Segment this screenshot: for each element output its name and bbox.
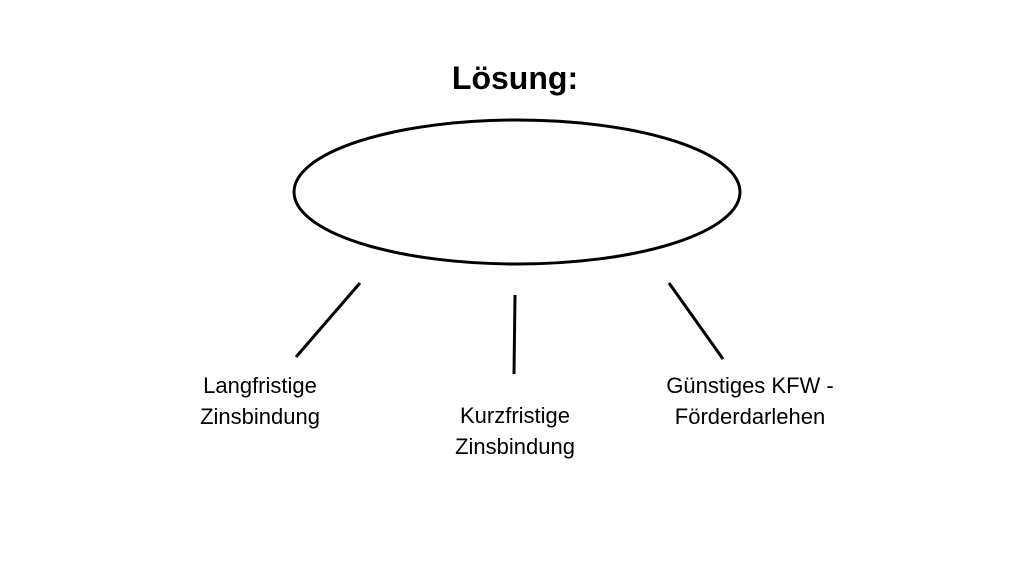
option-label-line: Günstiges KFW - [666, 373, 834, 398]
central-ellipse [292, 118, 742, 266]
option-label-kfw-loan: Günstiges KFW - Förderdarlehen [630, 370, 870, 432]
option-label-line: Zinsbindung [455, 434, 575, 459]
option-label-line: Förderdarlehen [674, 404, 826, 429]
option-label-line: Zinsbindung [200, 404, 320, 429]
connector-center [512, 294, 517, 375]
diagram-title: Lösung: [451, 60, 579, 96]
option-label-long-term: Langfristige Zinsbindung [160, 370, 360, 432]
option-label-short-term: Kurzfristige Zinsbindung [415, 400, 615, 462]
option-label-line: Langfristige [203, 373, 317, 398]
option-label-line: Kurzfristige [459, 403, 571, 428]
connector-right [667, 282, 725, 360]
connector-left [294, 282, 362, 358]
